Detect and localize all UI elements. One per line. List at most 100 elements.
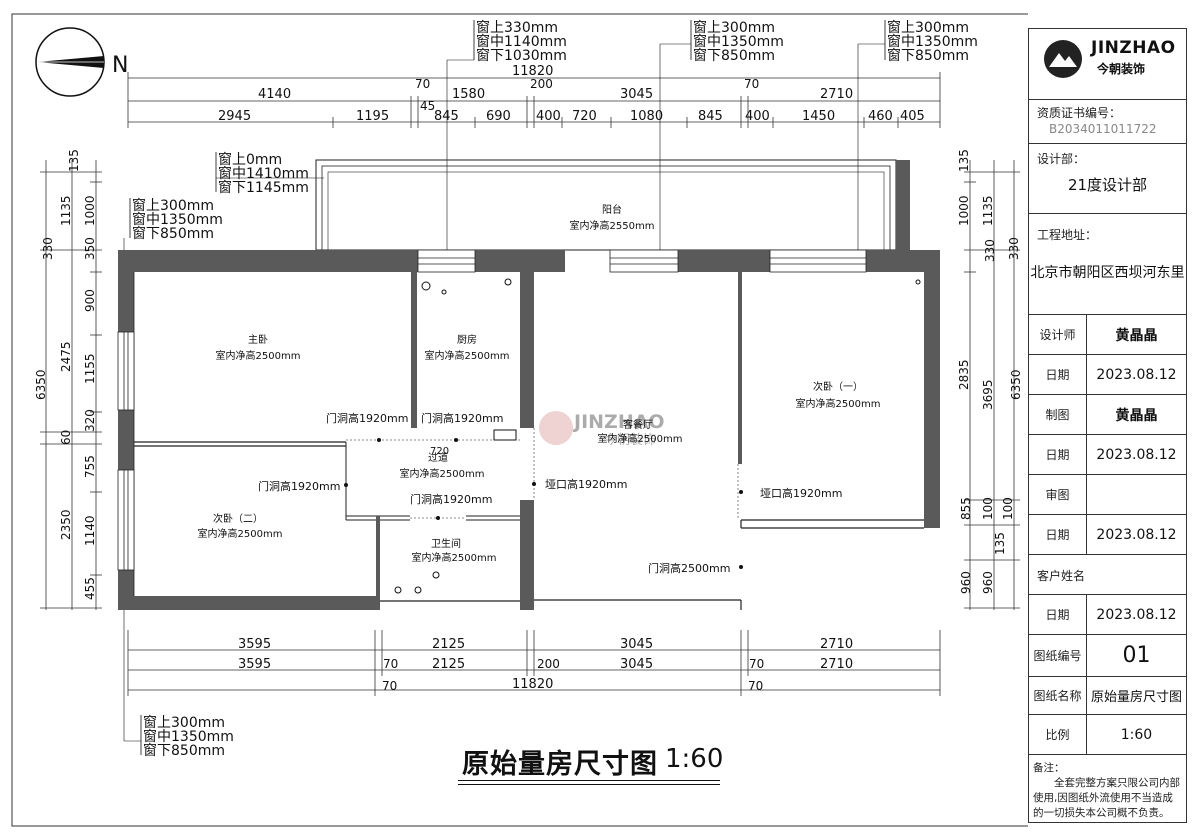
logo-mountain-icon [1044,40,1082,78]
date2-label: 日期 [1029,435,1087,474]
date2-row: 日期 2023.08.12 [1029,435,1186,475]
dim-top-r2-5: 3045 [620,87,653,102]
address-cell: 工程地址： 北京市朝阳区西坝河东里 [1029,214,1186,315]
window-note-top-b: 窗上300mm 窗中1350mm 窗下850mm [659,19,784,262]
window-note-left-upper: 窗上300mm 窗中1350mm 窗下850mm [123,197,223,330]
svg-text:350: 350 [83,237,97,260]
date4-label: 日期 [1029,595,1087,634]
dim-top-r3-0: 2945 [218,109,251,124]
sheet-no-row: 图纸编号 01 [1029,635,1186,677]
svg-text:3045: 3045 [620,657,653,672]
dim-top-r2-7: 2710 [820,87,853,102]
svg-text:窗下850mm: 窗下850mm [143,742,225,759]
ratio-label: 比例 [1029,715,1087,754]
svg-text:3695: 3695 [981,379,995,410]
svg-text:窗上300mm: 窗上300mm [132,197,214,214]
dim-top-r3-11: 405 [900,109,925,124]
right-dimension-labels: 6350 330 3695 855 960 135 1135 1000 330 … [957,149,1023,594]
date1-row: 日期 2023.08.12 [1029,355,1186,395]
bottom-dimensions [127,630,941,696]
svg-text:3595: 3595 [238,657,271,672]
floor-plan: N 11820 4140 70 45 1580 200 3045 70 2710… [11,13,1028,827]
dim-top-r3-7: 845 [698,109,723,124]
svg-text:2125: 2125 [432,657,465,672]
dim-top-total: 11820 [512,64,553,79]
dim-right-total: 6350 [1009,369,1023,400]
designer-row: 设计师 黄晶晶 [1029,315,1186,355]
top-dimensions [127,72,941,128]
address-label: 工程地址： [1037,228,1098,242]
svg-text:330: 330 [41,237,55,260]
review-row: 审图 [1029,475,1186,515]
sheet-no-value: 01 [1122,643,1151,668]
date3-value: 2023.08.12 [1096,526,1177,543]
svg-text:60: 60 [59,430,73,445]
sheet-no-label: 图纸编号 [1029,635,1087,676]
svg-text:135: 135 [993,532,1007,555]
svg-text:垭口高1920mm: 垭口高1920mm [760,486,842,500]
svg-text:2350: 2350 [59,509,73,540]
date1-value: 2023.08.12 [1096,366,1177,383]
svg-text:1155: 1155 [83,353,97,384]
drawing-title: 原始量房尺寸图 [462,749,658,780]
svg-text:1000: 1000 [83,195,97,226]
dim-top-r3-3: 690 [486,109,511,124]
dim-top-r2-6: 70 [744,77,759,91]
svg-text:窗上0mm: 窗上0mm [218,151,282,168]
dim-top-r3-1: 1195 [356,109,389,124]
svg-text:窗下1145mm: 窗下1145mm [218,179,309,196]
room-labels: 阳台 室内净高2550mm 主卧 室内净高2500mm 厨房 室内净高2500m… [198,203,881,564]
room-corridor-name: 过道 [428,451,448,464]
room-second2-height: 室内净高2500mm [198,527,283,540]
room-second1-height: 室内净高2500mm [796,397,881,410]
right-dimensions [964,160,1020,610]
room-master-name: 主卧 [248,333,268,346]
left-dimensions [40,160,102,610]
svg-text:1135: 1135 [59,195,73,226]
svg-text:960: 960 [959,571,973,594]
company-logo: JINZHAO 今朝装饰 [1029,29,1186,100]
svg-text:门洞高1920mm: 门洞高1920mm [421,411,503,425]
window-note-bottom-left: 窗上300mm 窗中1350mm 窗下850mm [123,540,234,759]
svg-text:320: 320 [83,409,97,432]
svg-text:窗中1350mm: 窗中1350mm [887,33,978,50]
cert-label: 资质证书编号： [1037,106,1122,120]
sheet-name-label: 图纸名称 [1029,677,1087,714]
svg-text:3595: 3595 [238,637,271,652]
svg-text:100: 100 [981,497,995,520]
svg-text:70: 70 [383,657,398,671]
room-master-height: 室内净高2500mm [216,349,301,362]
sheet-name-row: 图纸名称 原始量房尺寸图 [1029,677,1186,715]
room-balcony-height: 室内净高2550mm [570,219,655,232]
client-label: 客户姓名 [1037,569,1086,583]
draw-value: 黄晶晶 [1115,407,1158,424]
svg-text:135: 135 [67,149,81,172]
svg-text:3045: 3045 [620,637,653,652]
review-value [1087,475,1186,514]
date3-row: 日期 2023.08.12 [1029,515,1186,555]
address-value: 北京市朝阳区西坝河东里 [1030,265,1185,281]
walls [118,159,940,610]
review-label: 审图 [1029,475,1087,514]
svg-text:门洞高1920mm: 门洞高1920mm [326,411,408,425]
dim-top-r3-5: 720 [572,109,597,124]
dim-top-r2-4: 200 [530,77,553,91]
svg-text:窗下1030mm: 窗下1030mm [476,47,567,64]
svg-text:855: 855 [959,497,973,520]
room-bath-height: 室内净高2500mm [412,551,497,564]
svg-text:100: 100 [1001,497,1015,520]
logo-brand: JINZHAO [1091,38,1176,58]
north-label: N [112,53,128,78]
svg-text:门洞高1920mm: 门洞高1920mm [258,479,340,493]
svg-text:70: 70 [382,679,397,693]
ratio-row: 比例 1:60 [1029,715,1186,755]
window-note-top-a: 窗上330mm 窗中1140mm 窗下1030mm [446,19,567,262]
svg-text:窗下850mm: 窗下850mm [132,225,214,242]
svg-text:窗上300mm: 窗上300mm [143,714,225,731]
dim-top-r2-0: 4140 [258,87,291,102]
window-frames [117,249,867,571]
svg-text:960: 960 [981,571,995,594]
svg-text:1000: 1000 [957,195,971,226]
sheet-name-value: 原始量房尺寸图 [1090,690,1182,705]
logo-brand-cn: 今朝装饰 [1097,62,1146,76]
